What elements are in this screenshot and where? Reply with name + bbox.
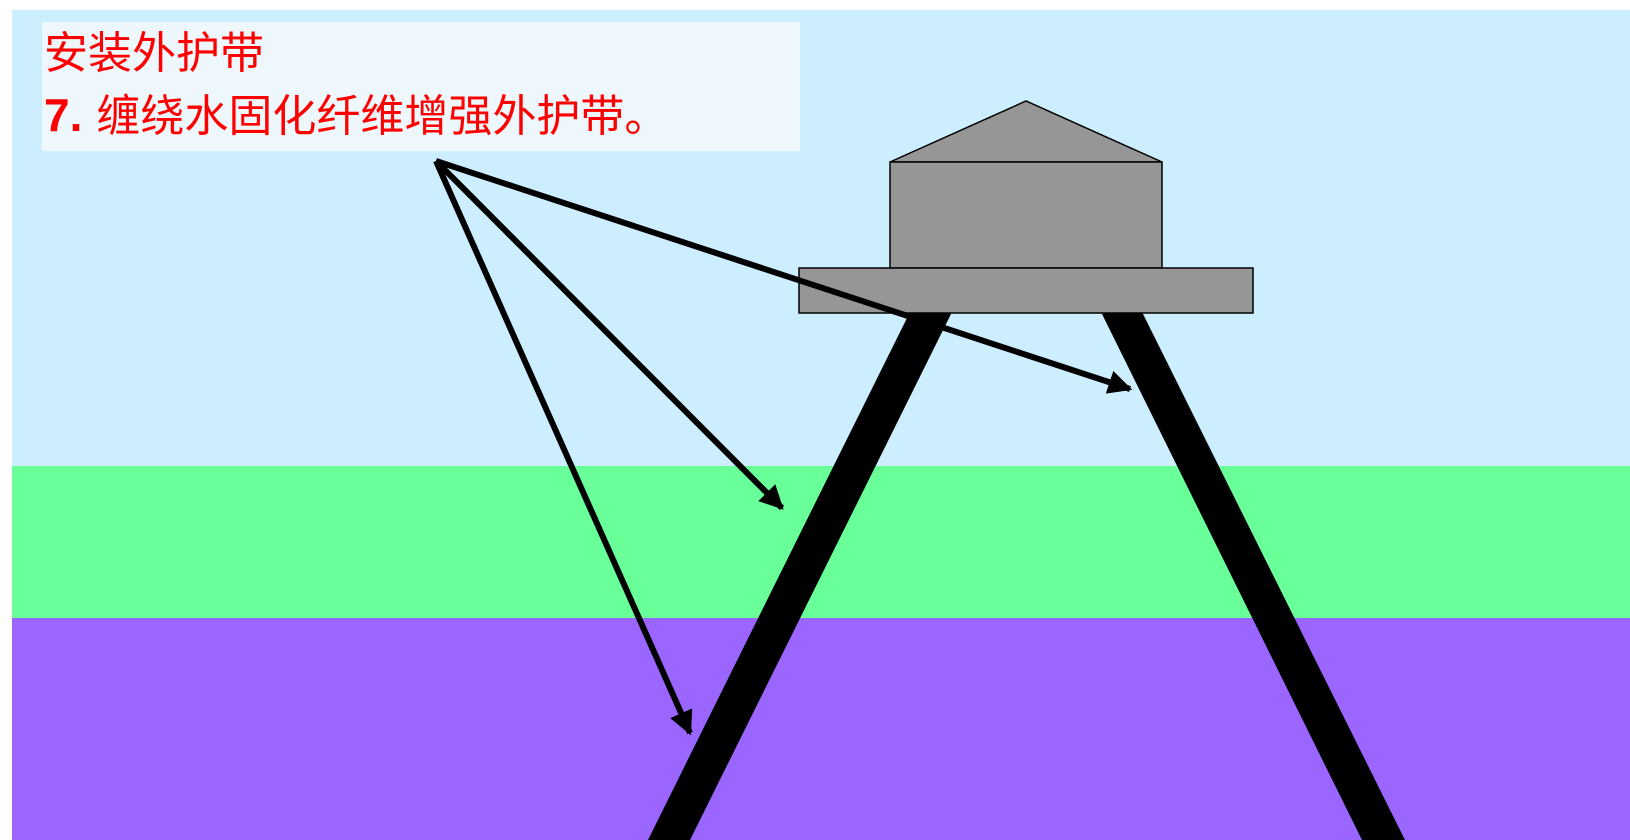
callout-arrow-soil bbox=[433, 159, 693, 736]
title-heading: 安装外护带 bbox=[44, 28, 264, 79]
platform-deck bbox=[798, 267, 1254, 314]
step-number: 7. bbox=[44, 89, 83, 141]
title-box bbox=[42, 22, 800, 151]
step-text: 缠绕水固化纤维增强外护带。 bbox=[82, 91, 669, 142]
right-pile bbox=[1101, 312, 1405, 840]
step-caption: 7. 缠绕水固化纤维增强外护带。 bbox=[44, 86, 668, 146]
left-pile bbox=[648, 312, 952, 840]
building-block bbox=[889, 161, 1163, 269]
callout-arrow-right-pile bbox=[435, 158, 1133, 394]
callout-arrow-vegetation bbox=[433, 158, 785, 511]
